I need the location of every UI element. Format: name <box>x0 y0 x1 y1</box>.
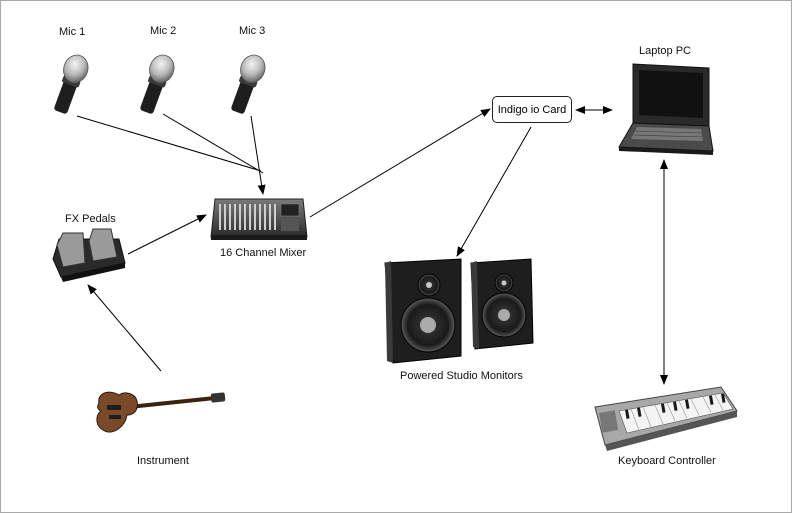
laptop-label: Laptop PC <box>639 45 691 57</box>
connections <box>76 106 668 385</box>
studio-monitors-icon <box>384 258 534 364</box>
interface-card-label: Indigo io Card <box>497 103 567 116</box>
mic3-icon <box>231 54 266 114</box>
guitar-icon <box>96 391 226 433</box>
fx-pedals-label: FX Pedals <box>65 213 116 225</box>
fx-pedals-icon <box>52 228 126 282</box>
connector-instrument-pedals <box>87 284 162 372</box>
keyboard-label: Keyboard Controller <box>618 455 716 467</box>
mixer-icon <box>210 198 308 240</box>
monitor-right <box>470 258 534 350</box>
connector-mic2-mixer <box>162 113 264 174</box>
instrument-label: Instrument <box>137 455 189 467</box>
monitors-label: Powered Studio Monitors <box>400 370 523 382</box>
connector-mic1-mixer <box>76 115 262 172</box>
interface-card-box[interactable]: Indigo io Card <box>492 96 572 123</box>
mixer-label: 16 Channel Mixer <box>220 247 307 259</box>
connector-mixer-card <box>309 108 491 218</box>
monitor-left <box>384 258 462 364</box>
connector-pedals-mixer <box>127 214 207 255</box>
keyboard-controller-icon <box>594 386 738 451</box>
connector-mic3-mixer <box>250 115 266 195</box>
mic1-label: Mic 1 <box>59 26 85 38</box>
mic2-label: Mic 2 <box>150 25 176 37</box>
laptop-icon <box>618 63 714 155</box>
connector-card-monitors <box>456 126 532 257</box>
mic3-label: Mic 3 <box>239 25 265 37</box>
mic1-icon <box>54 54 89 114</box>
mic2-icon <box>140 54 175 114</box>
